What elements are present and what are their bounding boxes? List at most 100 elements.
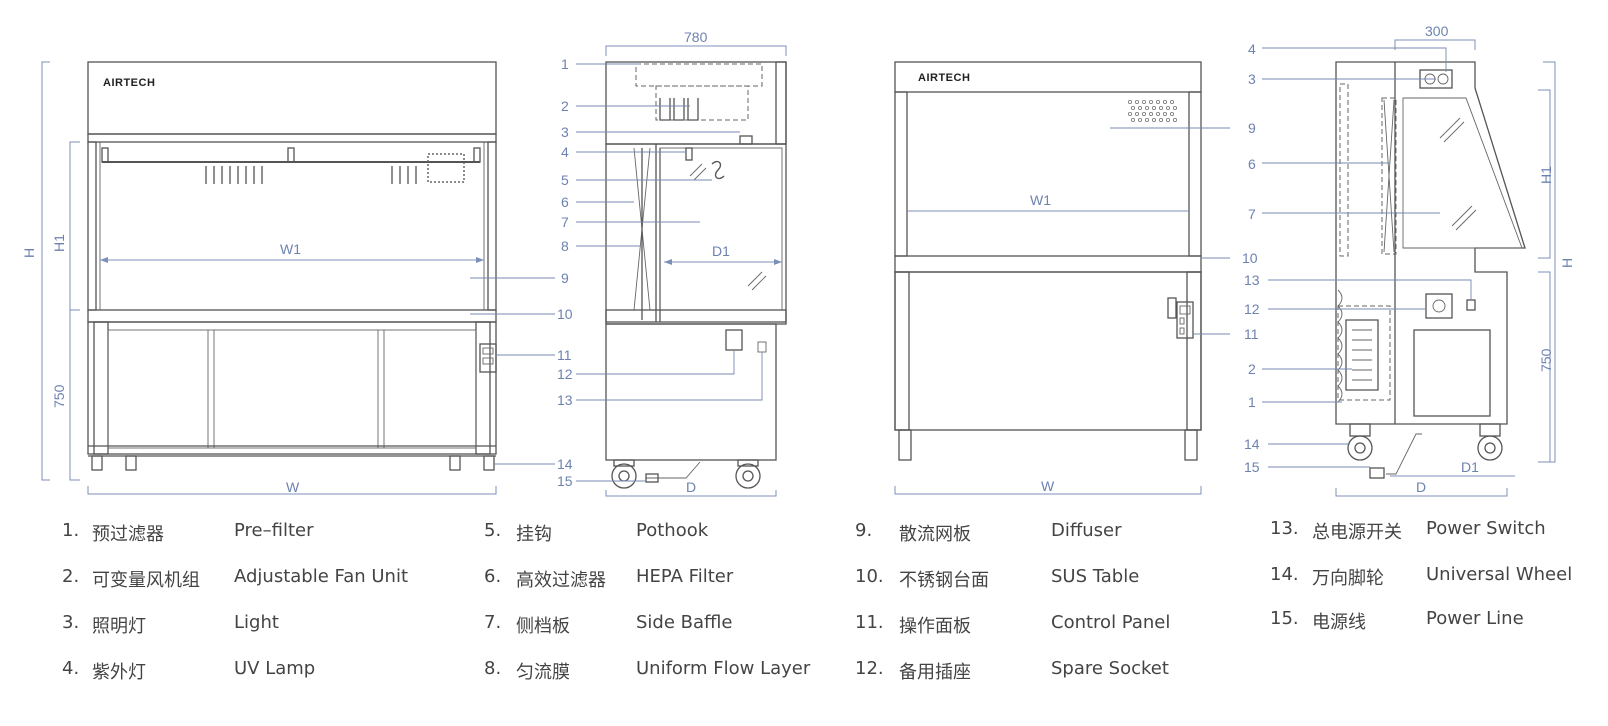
callout-2-mid: 2 (1248, 361, 1256, 377)
callout-4-left: 4 (561, 144, 569, 160)
callout-15-left: 15 (557, 473, 573, 489)
legend-item-number: 12. (855, 658, 884, 679)
legend-item-english: SUS Table (1051, 566, 1140, 587)
dim-H-side-right: H (1559, 258, 1575, 268)
callout-8-left: 8 (561, 238, 569, 254)
legend-item: 7. 侧档板 Side Baffle (484, 612, 844, 637)
callout-5-left: 5 (561, 172, 569, 188)
legend-item-number: 3. (62, 612, 80, 633)
callout-3-left: 3 (561, 124, 569, 140)
callout-4-mid: 4 (1248, 41, 1256, 57)
legend-item-chinese: 挂钩 (516, 524, 552, 545)
legend-item-number: 1. (62, 520, 80, 541)
legend-item-english: Power Line (1426, 608, 1524, 629)
legend-item-number: 5. (484, 520, 502, 541)
legend-item-english: Control Panel (1051, 612, 1171, 633)
legend-item-english: Spare Socket (1051, 658, 1169, 679)
legend-item-english: Power Switch (1426, 518, 1546, 539)
callout-9-left: 9 (561, 270, 569, 286)
callouts-left: 1 2 3 4 5 6 7 8 9 10 11 12 13 14 15 (557, 56, 573, 489)
legend-item-chinese: 可变量风机组 (92, 570, 200, 591)
legend-item-english: Universal Wheel (1426, 564, 1573, 585)
legend-item-chinese: 侧档板 (516, 616, 570, 637)
callout-10-mid: 10 (1242, 250, 1258, 266)
callout-13-mid: 13 (1244, 272, 1260, 288)
legend-item-chinese: 不锈钢台面 (899, 570, 989, 591)
legend-item: 10. 不锈钢台面 SUS Table (855, 566, 1215, 591)
legend-item-english: UV Lamp (234, 658, 316, 679)
callout-13-left: 13 (557, 392, 573, 408)
legend-item-chinese: 散流网板 (899, 524, 971, 545)
legend-item-number: 11. (855, 612, 884, 633)
dim-750-side-right: 750 (1538, 348, 1554, 372)
legend-item-number: 8. (484, 658, 502, 679)
callout-10-left: 10 (557, 306, 573, 322)
legend-item-chinese: 预过滤器 (92, 524, 164, 545)
legend-item-english: HEPA Filter (636, 566, 734, 587)
dim-H1-front-left: H1 (51, 234, 67, 252)
legend-item-number: 10. (855, 566, 884, 587)
dim-D1-side-right: D1 (1461, 459, 1479, 475)
legend-item-english: Pre–filter (234, 520, 314, 541)
side-view-left: 780 D1 D (576, 29, 787, 497)
legend-item-number: 14. (1270, 564, 1299, 585)
legend-item-chinese: 备用插座 (899, 662, 971, 683)
legend-item-english: Side Baffle (636, 612, 733, 633)
legend-item-chinese: 总电源开关 (1312, 522, 1402, 543)
callout-9-mid: 9 (1248, 120, 1256, 136)
dim-300-side-right: 300 (1425, 23, 1449, 39)
dim-D1-side-left: D1 (712, 243, 730, 259)
dim-780-side-left: 780 (684, 29, 708, 45)
legend-item: 4. 紫外灯 UV Lamp (62, 658, 422, 683)
legend-item: 11. 操作面板 Control Panel (855, 612, 1215, 637)
legend-item: 14. 万向脚轮 Universal Wheel (1270, 564, 1608, 589)
callout-3-mid: 3 (1248, 71, 1256, 87)
callouts-middle: 4 3 9 6 7 10 13 12 11 2 1 14 15 (1242, 41, 1260, 475)
callout-12-mid: 12 (1244, 301, 1260, 317)
legend-item-chinese: 紫外灯 (92, 662, 146, 683)
callout-11-mid: 11 (1244, 326, 1259, 342)
dim-H1-side-right: H1 (1538, 166, 1554, 184)
callout-2-left: 2 (561, 98, 569, 114)
callout-6-left: 6 (561, 194, 569, 210)
front-view-left: AIRTECH (21, 61, 555, 495)
callout-7-mid: 7 (1248, 206, 1256, 222)
dim-D-side-right: D (1416, 479, 1426, 495)
legend-item-number: 7. (484, 612, 502, 633)
legend-item-chinese: 操作面板 (899, 616, 971, 637)
legend-item-chinese: 照明灯 (92, 616, 146, 637)
legend-item-english: Diffuser (1051, 520, 1122, 541)
callout-1-left: 1 (561, 56, 569, 72)
legend-item: 3. 照明灯 Light (62, 612, 422, 637)
legend-item-number: 6. (484, 566, 502, 587)
legend-item: 12. 备用插座 Spare Socket (855, 658, 1215, 683)
legend-item-english: Light (234, 612, 279, 633)
side-view-right: 300 H H1 750 (1262, 23, 1575, 497)
dim-750-front-left: 750 (51, 384, 67, 408)
legend-item: 9. 散流网板 Diffuser (855, 520, 1215, 545)
callout-14-mid: 14 (1244, 436, 1260, 452)
dim-W1-front-left: W1 (280, 241, 301, 257)
legend-item-number: 2. (62, 566, 80, 587)
callout-11-left: 11 (557, 347, 572, 363)
callout-15-mid: 15 (1244, 459, 1260, 475)
callout-1-mid: 1 (1248, 394, 1256, 410)
legend-item-number: 4. (62, 658, 80, 679)
callout-6-mid: 6 (1248, 156, 1256, 172)
legend-item-chinese: 匀流膜 (516, 662, 570, 683)
callout-7-left: 7 (561, 214, 569, 230)
legend-item: 1. 预过滤器 Pre–filter (62, 520, 422, 545)
legend-item-chinese: 万向脚轮 (1312, 568, 1384, 589)
dim-W-front-left: W (286, 479, 300, 495)
brand-logo-front-left: AIRTECH (103, 77, 155, 89)
legend-item-number: 9. (855, 520, 873, 541)
legend-item-number: 15. (1270, 608, 1299, 629)
legend-item: 5. 挂钩 Pothook (484, 520, 844, 545)
legend-item-english: Pothook (636, 520, 709, 541)
dim-W1-front-right: W1 (1030, 192, 1051, 208)
